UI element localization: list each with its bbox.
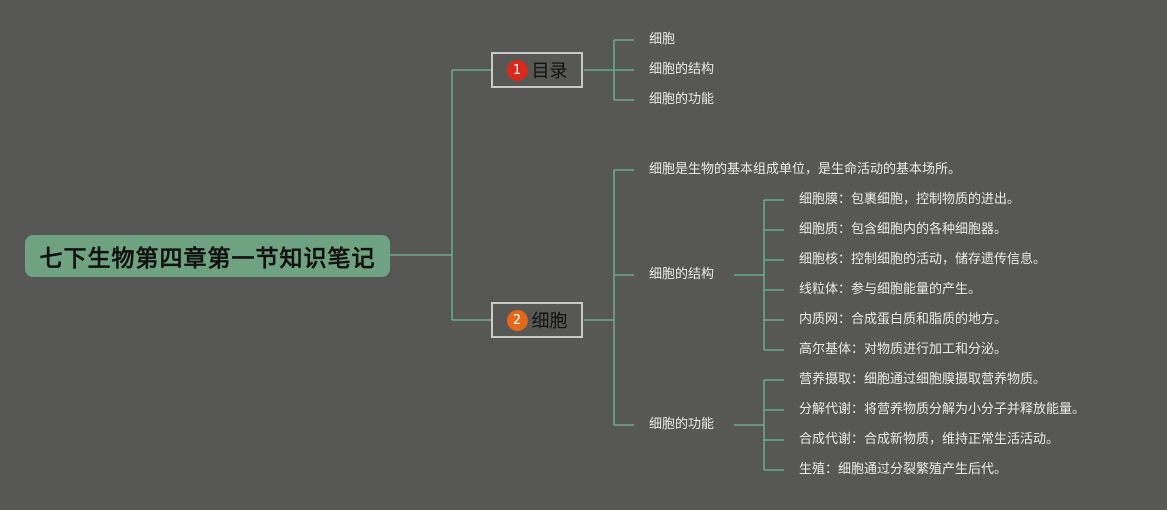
structure-item-golgi[interactable]: 高尔基体：对物质进行加工和分泌。 bbox=[799, 342, 1008, 357]
connector-topic2-children bbox=[584, 169, 634, 426]
root-title: 七下生物第四章第一节知识笔记 bbox=[39, 246, 376, 272]
function-item-nutrition[interactable]: 营养摄取：细胞通过细胞膜摄取营养物质。 bbox=[799, 372, 1047, 387]
topic-contents[interactable]: 1 目录 bbox=[491, 52, 583, 88]
topic-cell[interactable]: 2 细胞 bbox=[491, 302, 583, 338]
structure-item-cytoplasm[interactable]: 细胞质：包含细胞内的各种细胞器。 bbox=[799, 222, 1008, 237]
topic-contents-label: 目录 bbox=[531, 61, 568, 82]
function-item-anabolism[interactable]: 合成代谢：合成新物质，维持正常生活活动。 bbox=[799, 432, 1060, 447]
connector-function-items bbox=[734, 379, 784, 471]
connector-root-topics bbox=[390, 69, 491, 321]
structure-item-er[interactable]: 内质网：合成蛋白质和脂质的地方。 bbox=[799, 312, 1008, 327]
connector-structure-items bbox=[734, 199, 784, 351]
connector-topic1-leaves bbox=[584, 39, 634, 101]
function-item-catabolism[interactable]: 分解代谢：将营养物质分解为小分子并释放能量。 bbox=[799, 402, 1086, 417]
structure-item-membrane[interactable]: 细胞膜：包裹细胞，控制物质的进出。 bbox=[799, 192, 1021, 207]
function-item-reproduction[interactable]: 生殖：细胞通过分裂繁殖产生后代。 bbox=[799, 462, 1008, 477]
topic-cell-label: 细胞 bbox=[531, 311, 568, 332]
contents-item-function[interactable]: 细胞的功能 bbox=[649, 92, 715, 107]
number-badge-1: 1 bbox=[506, 59, 528, 81]
structure-item-mitochondria[interactable]: 线粒体：参与细胞能量的产生。 bbox=[799, 282, 982, 297]
contents-item-cell[interactable]: 细胞 bbox=[649, 32, 676, 47]
structure-item-nucleus[interactable]: 细胞核：控制细胞的活动，储存遗传信息。 bbox=[799, 252, 1047, 267]
subtopic-structure[interactable]: 细胞的结构 bbox=[649, 267, 715, 282]
root-topic[interactable]: 七下生物第四章第一节知识笔记 bbox=[25, 235, 390, 277]
contents-item-structure[interactable]: 细胞的结构 bbox=[649, 62, 715, 77]
number-badge-2: 2 bbox=[506, 309, 528, 331]
cell-intro[interactable]: 细胞是生物的基本组成单位，是生命活动的基本场所。 bbox=[649, 162, 962, 177]
subtopic-function[interactable]: 细胞的功能 bbox=[649, 417, 715, 432]
